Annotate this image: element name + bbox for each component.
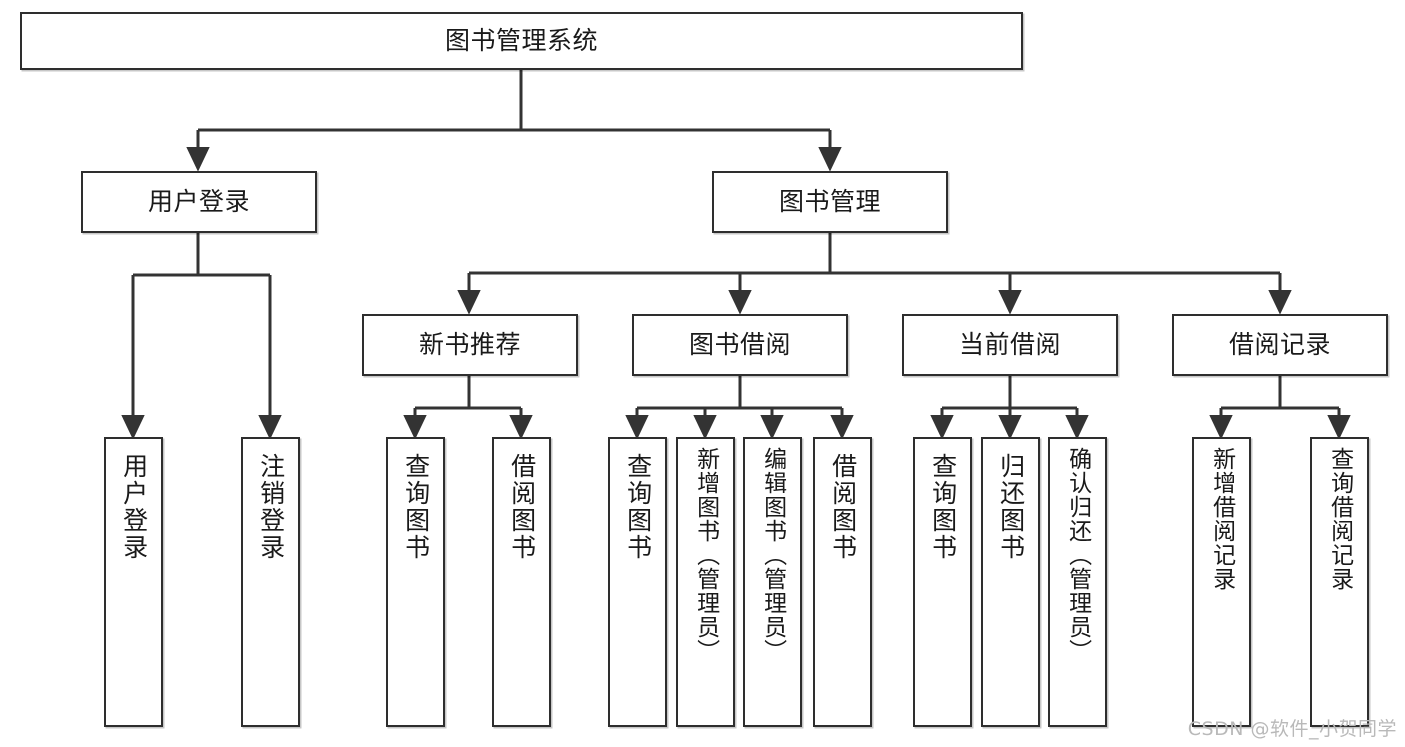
- node-leaf-borrow-book-1-label: 借阅图书: [507, 453, 537, 561]
- node-root[interactable]: 图书管理系统: [20, 12, 1023, 70]
- node-leaf-query-book-2[interactable]: 查询图书: [608, 437, 667, 727]
- node-user-login-label: 用户登录: [147, 187, 250, 216]
- node-leaf-query-record[interactable]: 查询借阅记录: [1310, 437, 1369, 727]
- node-leaf-query-book-1-label: 查询图书: [401, 453, 431, 561]
- node-leaf-query-book-3-label: 查询图书: [928, 453, 958, 561]
- node-current-borrow[interactable]: 当前借阅: [902, 314, 1118, 376]
- node-leaf-edit-book[interactable]: 编辑图书（管理员）: [743, 437, 802, 727]
- node-book-borrow-label: 图书借阅: [688, 330, 791, 359]
- node-user-login[interactable]: 用户登录: [81, 171, 317, 233]
- node-leaf-add-book-label: 新增图书（管理员）: [692, 447, 719, 663]
- node-leaf-borrow-book-2[interactable]: 借阅图书: [813, 437, 872, 727]
- node-root-label: 图书管理系统: [444, 26, 598, 55]
- node-borrow-records[interactable]: 借阅记录: [1172, 314, 1388, 376]
- node-leaf-add-record-label: 新增借阅记录: [1208, 447, 1235, 591]
- node-book-management[interactable]: 图书管理: [712, 171, 948, 233]
- node-leaf-borrow-book-2-label: 借阅图书: [828, 453, 858, 561]
- node-leaf-query-book-1[interactable]: 查询图书: [386, 437, 445, 727]
- node-leaf-logout-label: 注销登录: [256, 453, 286, 561]
- node-new-book-recommend[interactable]: 新书推荐: [362, 314, 578, 376]
- node-book-management-label: 图书管理: [778, 187, 881, 216]
- csdn-watermark: CSDN @软件_小贺同学: [1187, 718, 1397, 740]
- node-leaf-add-book[interactable]: 新增图书（管理员）: [676, 437, 735, 727]
- node-book-borrow[interactable]: 图书借阅: [632, 314, 848, 376]
- node-leaf-query-book-3[interactable]: 查询图书: [913, 437, 972, 727]
- node-leaf-user-login-label: 用户登录: [119, 453, 149, 561]
- node-leaf-borrow-book-1[interactable]: 借阅图书: [492, 437, 551, 727]
- node-leaf-edit-book-label: 编辑图书（管理员）: [759, 447, 786, 663]
- node-leaf-query-book-2-label: 查询图书: [623, 453, 653, 561]
- node-current-borrow-label: 当前借阅: [958, 330, 1061, 359]
- node-borrow-records-label: 借阅记录: [1228, 330, 1331, 359]
- node-leaf-logout[interactable]: 注销登录: [241, 437, 300, 727]
- node-leaf-confirm-return[interactable]: 确认归还（管理员）: [1048, 437, 1107, 727]
- node-new-book-recommend-label: 新书推荐: [418, 330, 521, 359]
- node-leaf-user-login[interactable]: 用户登录: [104, 437, 163, 727]
- node-leaf-add-record[interactable]: 新增借阅记录: [1192, 437, 1251, 727]
- node-leaf-return-book-label: 归还图书: [996, 453, 1026, 561]
- node-leaf-query-record-label: 查询借阅记录: [1326, 447, 1353, 591]
- node-leaf-return-book[interactable]: 归还图书: [981, 437, 1040, 727]
- node-leaf-confirm-return-label: 确认归还（管理员）: [1064, 447, 1091, 663]
